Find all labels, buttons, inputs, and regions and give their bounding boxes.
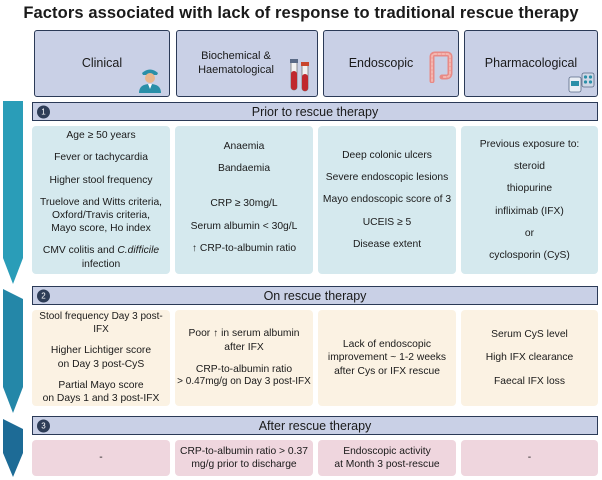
after-pharmacological-box: - <box>461 440 598 476</box>
box-line: Disease extent <box>352 238 422 250</box>
box-line: on Day 3 post-CyS <box>57 358 145 370</box>
box-line: steroid <box>514 161 545 173</box>
box-line: Faecal IFX loss <box>494 375 565 387</box>
box-line: Truelove and Witts criteria, <box>39 196 163 208</box>
pills-icon <box>568 72 595 93</box>
on-biochemical-box: Poor ↑ in serum albumin after IFX CRP-to… <box>175 310 313 406</box>
box-line: Higher Lichtiger score <box>50 345 152 357</box>
box-line: at Month 3 post-rescue <box>334 459 440 470</box>
on-endoscopic-box: Lack of endoscopic improvement ~ 1-2 wee… <box>318 310 456 406</box>
test-tubes-icon <box>290 59 309 92</box>
box-line: Oxford/Travis criteria, <box>51 210 151 221</box>
category-pharmacological-label: Pharmacological <box>484 55 578 70</box>
box-line: CRP-to-albumin ratio > 0.37 <box>180 445 308 457</box>
box-line: Bandaemia <box>217 163 271 175</box>
box-line: or <box>524 227 535 239</box>
box-line: - <box>99 452 103 464</box>
arrow-after <box>3 419 23 477</box>
prior-biochemical-box: Anaemia Bandaemia CRP ≥ 30mg/L Serum alb… <box>175 126 313 274</box>
section-number-badge: 2 <box>37 289 50 302</box>
prior-clinical-box: Age ≥ 50 years Fever or tachycardia High… <box>32 126 170 274</box>
section-number-badge: 3 <box>37 419 50 432</box>
box-line: Mayo endoscopic score of 3 <box>322 194 452 206</box>
box-line: Endoscopic activity <box>343 445 431 457</box>
box-line: Higher stool frequency <box>49 174 153 186</box>
after-clinical-box: - <box>32 440 170 476</box>
box-line: improvement ~ 1-2 weeks <box>327 352 447 364</box>
box-line: Lack of endoscopic <box>342 339 432 351</box>
box-line: > 0.47mg/g on Day 3 post-IFX <box>177 375 311 387</box>
prior-pharmacological-box: Previous exposure to: steroid thiopurine… <box>461 126 598 274</box>
category-biochemical: Biochemical & Haematological <box>176 30 318 97</box>
on-clinical-box: Stool frequency Day 3 post-IFX Higher Li… <box>32 310 170 406</box>
section-prior-header: 1 Prior to rescue therapy <box>32 102 598 121</box>
category-pharmacological: Pharmacological <box>464 30 598 97</box>
box-line: Severe endoscopic lesions <box>325 172 449 184</box>
box-line: Fever or tachycardia <box>54 152 148 164</box>
box-line: CRP-to-albumin ratio <box>195 363 293 375</box>
category-clinical: Clinical <box>34 30 170 97</box>
colon-icon <box>429 51 453 83</box>
box-line: Serum CyS level <box>491 329 568 341</box>
box-line: - <box>527 452 532 464</box>
prior-endoscopic-box: Deep colonic ulcers Severe endoscopic le… <box>318 126 456 274</box>
after-biochemical-box: CRP-to-albumin ratio > 0.37 mg/g prior t… <box>175 440 313 476</box>
section-after-title: After rescue therapy <box>258 418 372 433</box>
box-line: Anaemia <box>223 141 265 152</box>
box-line: Poor ↑ in serum albumin <box>188 328 300 340</box>
category-biochemical-label-2: Haematological <box>198 63 274 76</box>
box-line: Deep colonic ulcers <box>342 150 432 162</box>
box-line: Age ≥ 50 years <box>66 130 136 142</box>
box-line: cyclosporin (CyS) <box>489 249 570 261</box>
box-line: Stool frequency Day 3 post-IFX <box>39 310 163 335</box>
diagram-title: Factors associated with lack of response… <box>23 4 579 22</box>
on-pharmacological-box: Serum CyS level High IFX clearance Faeca… <box>461 310 598 406</box>
section-on-title: On rescue therapy <box>263 288 367 303</box>
box-line: infliximab (IFX) <box>495 205 564 217</box>
box-line: ↑ CRP-to-albumin ratio <box>191 242 297 254</box>
arrow-on <box>3 289 23 413</box>
arrow-prior <box>3 101 23 284</box>
box-line: after IFX <box>224 341 264 353</box>
box-line: thiopurine <box>506 183 553 195</box>
box-line: UCEIS ≥ 5 <box>362 216 412 228</box>
box-line: CRP ≥ 30mg/L <box>210 198 278 210</box>
box-line: after Cys or IFX rescue <box>334 365 440 377</box>
box-line: Previous exposure to: <box>479 138 580 150</box>
category-clinical-label: Clinical <box>81 55 123 70</box>
category-biochemical-label-1: Biochemical & <box>201 49 271 62</box>
box-line: infection <box>81 258 121 270</box>
box-line-italic: C.difficile <box>117 245 160 257</box>
after-endoscopic-box: Endoscopic activity at Month 3 post-resc… <box>318 440 456 476</box>
category-endoscopic-label: Endoscopic <box>348 55 414 70</box>
box-line: Partial Mayo score <box>58 379 144 391</box>
box-line: mg/g prior to discharge <box>191 459 297 470</box>
section-on-header: 2 On rescue therapy <box>32 286 598 305</box>
doctor-icon <box>139 69 161 93</box>
section-number-badge: 1 <box>37 105 50 118</box>
section-prior-title: Prior to rescue therapy <box>251 104 379 119</box>
box-line: Mayo score, Ho index <box>51 223 151 235</box>
box-line: CMV colitis and <box>42 245 115 257</box>
box-line: Serum albumin < 30g/L <box>190 220 298 232</box>
section-after-header: 3 After rescue therapy <box>32 416 598 435</box>
category-endoscopic: Endoscopic <box>323 30 459 97</box>
box-line: High IFX clearance <box>485 352 574 364</box>
box-line: on Days 1 and 3 post-IFX <box>42 392 160 404</box>
